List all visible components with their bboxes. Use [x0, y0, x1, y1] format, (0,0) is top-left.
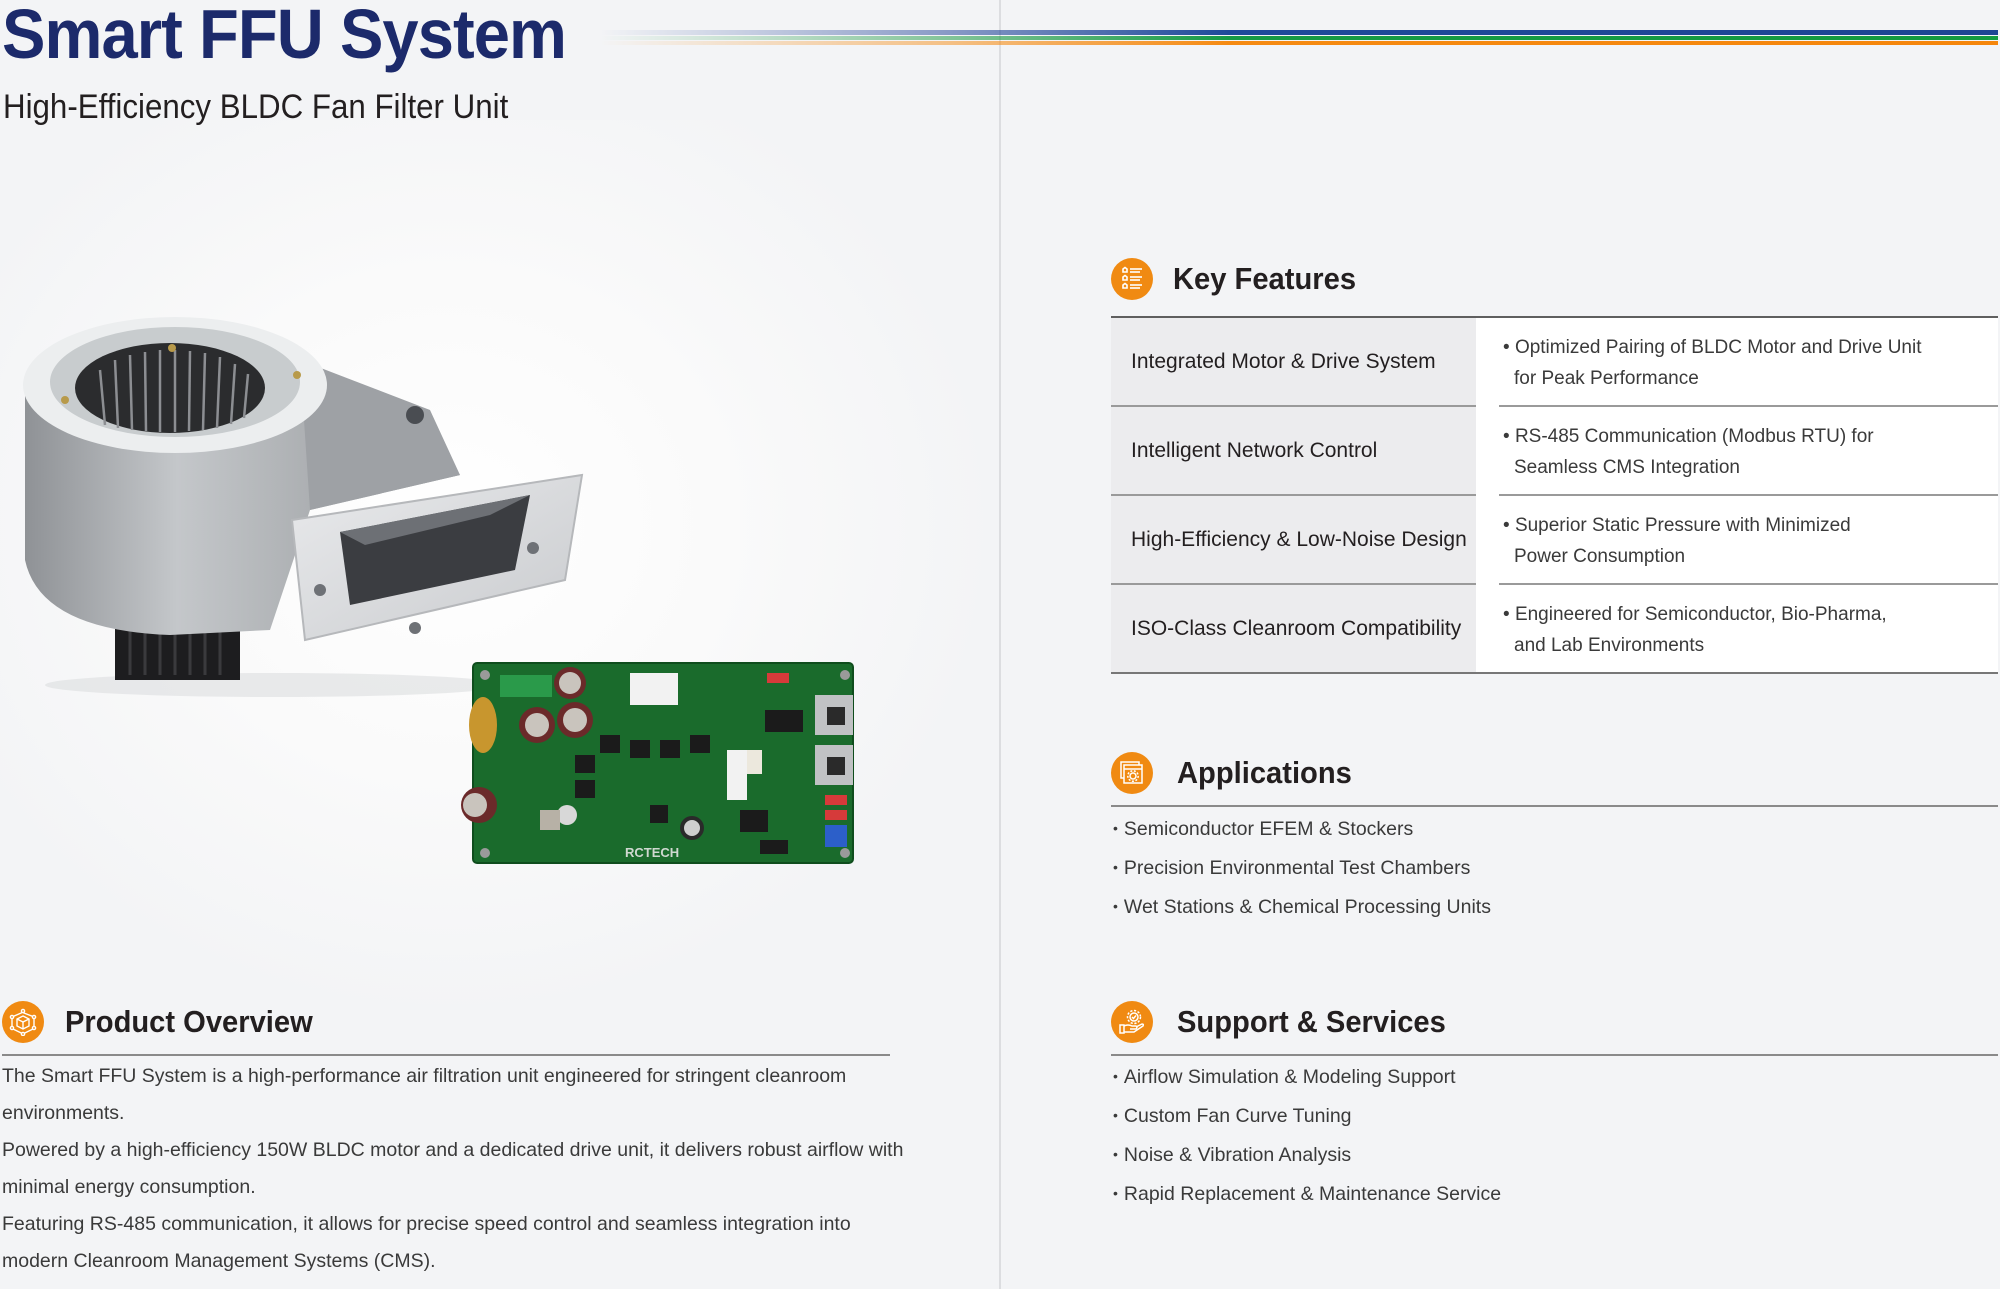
applications-title: Applications	[1177, 755, 1352, 790]
key-feature-description: • Optimized Pairing of BLDC Motor and Dr…	[1476, 318, 1998, 407]
key-feature-description: • Engineered for Semiconductor, Bio-Phar…	[1476, 585, 1998, 674]
key-features-header: Key Features	[1111, 258, 1368, 300]
key-feature-description: • Superior Static Pressure with Minimize…	[1476, 496, 1998, 585]
key-feature-row: Integrated Motor & Drive System • Optimi…	[1111, 318, 1998, 407]
key-feature-desc-line1: Superior Static Pressure with Minimized	[1514, 514, 1851, 536]
header-stripe-orange	[600, 41, 1998, 45]
pcb-brand-text: RCTECH	[625, 845, 679, 860]
key-feature-row: Intelligent Network Control • RS-485 Com…	[1111, 407, 1998, 496]
support-item: Noise & Vibration Analysis	[1113, 1136, 1501, 1175]
page-subtitle: High-Efficiency BLDC Fan Filter Unit	[3, 88, 509, 126]
support-item: Airflow Simulation & Modeling Support	[1113, 1058, 1501, 1097]
overview-line: Powered by a high-efficiency 150W BLDC m…	[2, 1139, 904, 1161]
overview-line: modern Cleanroom Management Systems (CMS…	[2, 1250, 436, 1272]
product-images: RCTECH	[0, 280, 870, 880]
key-features-table: Integrated Motor & Drive System • Optimi…	[1111, 316, 1998, 674]
support-title: Support & Services	[1177, 1004, 1446, 1039]
key-feature-name: Integrated Motor & Drive System	[1111, 318, 1476, 407]
support-rule	[1111, 1054, 1998, 1056]
application-item: Precision Environmental Test Chambers	[1113, 849, 1491, 888]
support-list: Airflow Simulation & Modeling Support Cu…	[1113, 1058, 1501, 1214]
applications-rule	[1111, 805, 1998, 807]
column-divider	[999, 0, 1001, 1289]
blower-fan-image	[23, 317, 584, 697]
header-stripe-blue	[600, 30, 1998, 35]
network-box-icon	[2, 1001, 44, 1043]
application-item: Wet Stations & Chemical Processing Units	[1113, 888, 1491, 927]
key-feature-row: High-Efficiency & Low-Noise Design • Sup…	[1111, 496, 1998, 585]
applications-header: Applications	[1111, 752, 1363, 794]
overview-title: Product Overview	[65, 1004, 313, 1039]
support-item: Custom Fan Curve Tuning	[1113, 1097, 1501, 1136]
support-item: Rapid Replacement & Maintenance Service	[1113, 1175, 1501, 1214]
hand-gear-icon	[1111, 1001, 1153, 1043]
header-stripe-green	[600, 36, 1998, 40]
key-feature-desc-line2: Seamless CMS Integration	[1514, 456, 1740, 478]
key-feature-desc-line1: Optimized Pairing of BLDC Motor and Driv…	[1514, 336, 1922, 358]
overview-header: Product Overview	[2, 1001, 329, 1043]
key-feature-name: High-Efficiency & Low-Noise Design	[1111, 496, 1476, 585]
support-header: Support & Services	[1111, 1001, 1463, 1043]
overview-line: The Smart FFU System is a high-performan…	[2, 1065, 847, 1087]
key-features-title: Key Features	[1173, 261, 1357, 296]
key-feature-name: Intelligent Network Control	[1111, 407, 1476, 496]
key-feature-desc-line2: Power Consumption	[1514, 545, 1686, 567]
application-item: Semiconductor EFEM & Stockers	[1113, 810, 1491, 849]
key-feature-description: • RS-485 Communication (Modbus RTU) for …	[1476, 407, 1998, 496]
window-gear-icon	[1111, 752, 1153, 794]
key-feature-desc-line1: Engineered for Semiconductor, Bio-Pharma…	[1514, 603, 1887, 625]
key-feature-desc-line1: RS-485 Communication (Modbus RTU) for	[1514, 425, 1874, 447]
key-feature-desc-line2: for Peak Performance	[1514, 367, 1699, 389]
key-features-table-top-border	[1111, 316, 1998, 318]
overview-line: Featuring RS-485 communication, it allow…	[2, 1213, 851, 1235]
drive-unit-pcb-image: RCTECH	[461, 662, 854, 864]
overview-text: The Smart FFU System is a high-performan…	[2, 1058, 904, 1280]
applications-list: Semiconductor EFEM & Stockers Precision …	[1113, 810, 1491, 927]
key-feature-desc-line2: and Lab Environments	[1514, 634, 1705, 656]
page-title: Smart FFU System	[2, 0, 567, 73]
key-feature-name: ISO-Class Cleanroom Compatibility	[1111, 585, 1476, 674]
checklist-icon	[1111, 258, 1153, 300]
overview-line: minimal energy consumption.	[2, 1176, 256, 1198]
overview-rule	[2, 1054, 890, 1056]
overview-line: environments.	[2, 1102, 125, 1124]
key-feature-row: ISO-Class Cleanroom Compatibility • Engi…	[1111, 585, 1998, 674]
